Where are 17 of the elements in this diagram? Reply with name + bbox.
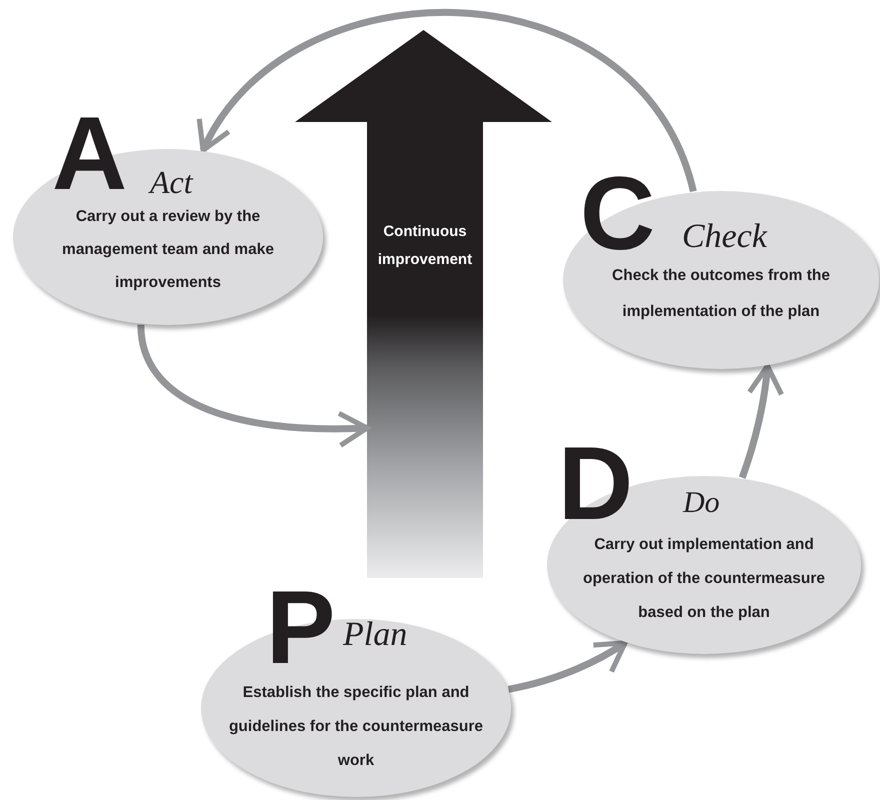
phase-description: Check the outcomes from the implementation of the plan — [611, 266, 831, 322]
phase-name: Plan — [343, 618, 408, 652]
phase-letter: C — [580, 162, 656, 266]
phase-name: Do — [683, 488, 720, 518]
cycle-arrow — [508, 640, 628, 693]
phase-letter: D — [558, 432, 634, 536]
phase-description: Carry out a review by the management team and make improvements — [61, 207, 275, 293]
phase-name: Check — [682, 220, 767, 254]
arrow-label: Continuous improvement — [376, 222, 474, 270]
phase-description: Carry out implementation and operation of the countermeasure based on the plan — [582, 535, 826, 623]
cycle-arrow — [137, 324, 370, 448]
phase-letter: A — [52, 102, 128, 206]
cycle-arrow — [738, 364, 784, 479]
pointed-improvement-column — [295, 30, 552, 578]
phase-description: Establish the specific plan and guidelines for the countermeasure work — [228, 683, 484, 771]
phase-name: Act — [150, 166, 193, 198]
phase-letter: P — [266, 576, 336, 680]
